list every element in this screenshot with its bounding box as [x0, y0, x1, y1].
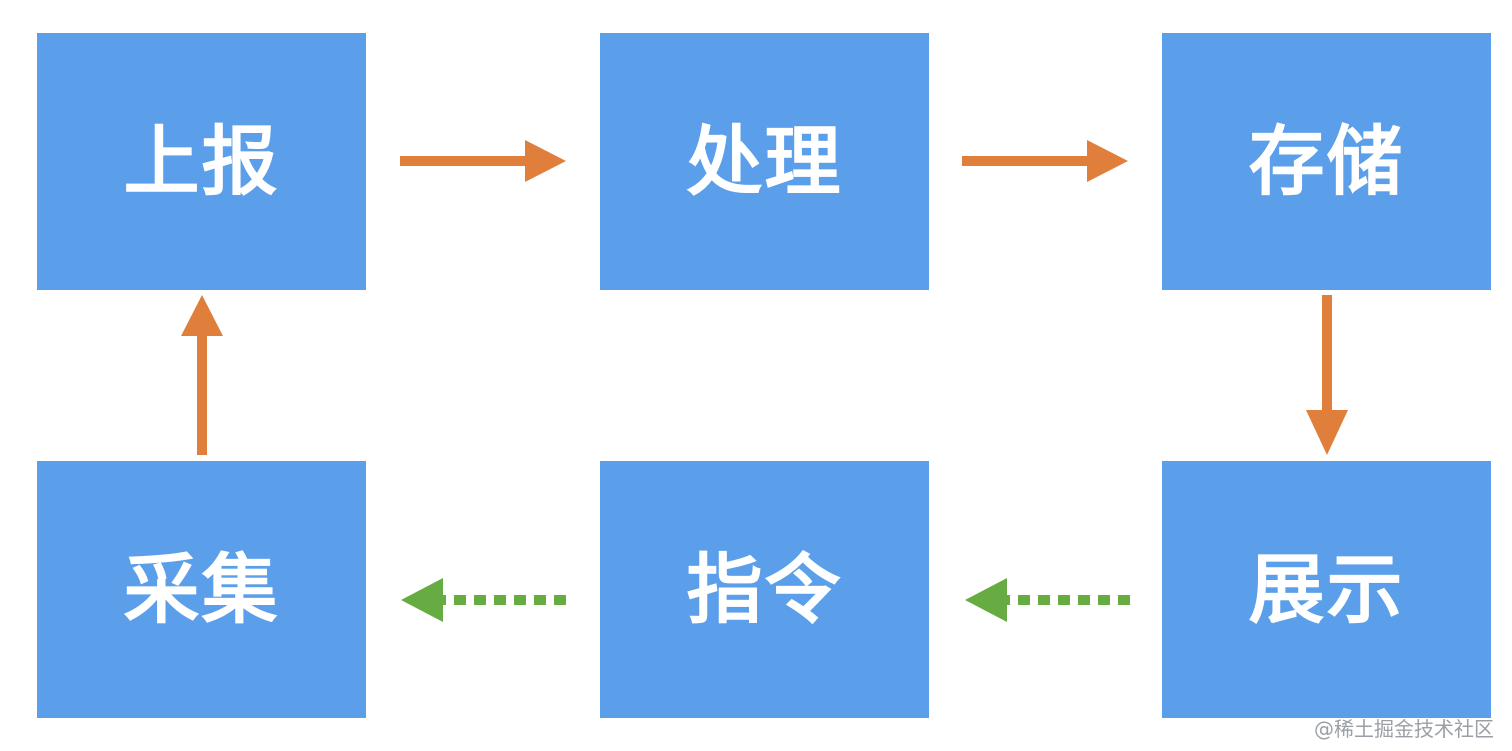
arrow-process-to-storage [962, 140, 1128, 182]
node-report: 上报 [37, 33, 366, 290]
node-display: 展示 [1162, 461, 1491, 718]
node-display-label: 展示 [1248, 544, 1405, 634]
watermark-text: @稀土掘金技术社区 [1314, 717, 1494, 741]
node-collect: 采集 [37, 461, 366, 718]
node-process: 处理 [600, 33, 929, 290]
node-command: 指令 [600, 461, 929, 718]
arrow-collect-to-report [181, 295, 223, 455]
node-process-label: 处理 [686, 116, 843, 206]
node-storage-label: 存储 [1248, 116, 1405, 206]
node-report-label: 上报 [123, 116, 280, 206]
node-storage: 存储 [1162, 33, 1491, 290]
dashed-arrow-command-to-collect [401, 578, 566, 622]
dashed-arrow-display-to-command [965, 578, 1130, 622]
arrow-report-to-process [400, 140, 566, 182]
node-command-label: 指令 [686, 544, 843, 634]
node-collect-label: 采集 [123, 544, 280, 634]
arrow-storage-to-display [1306, 295, 1348, 455]
